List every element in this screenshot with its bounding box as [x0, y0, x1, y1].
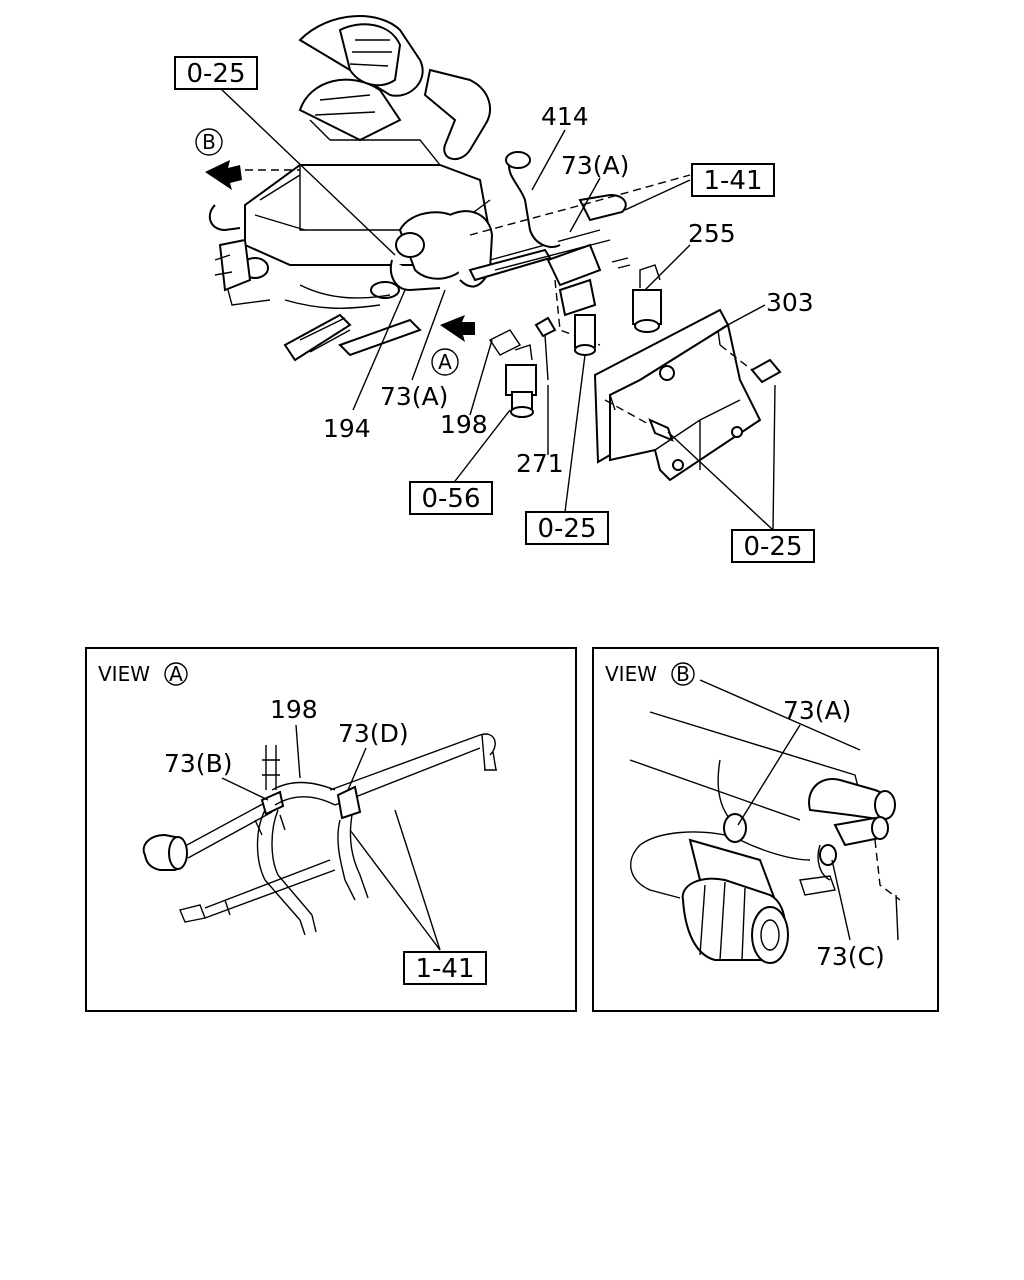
part-number-271: 271 — [516, 449, 564, 478]
view-a-part-73d: 73(D) — [338, 719, 409, 748]
view-a-title-marker: A — [169, 662, 183, 686]
part-number-303: 303 — [766, 288, 814, 317]
view-a-part-73b: 73(B) — [164, 749, 232, 778]
view-b-title-marker: B — [676, 662, 690, 686]
svg-text:0-25: 0-25 — [537, 514, 596, 544]
view-b-part-73a: 73(A) — [783, 696, 851, 725]
svg-text:A: A — [438, 350, 452, 374]
ref-box-025-mid: 0-25 — [525, 511, 609, 545]
part-number-73a-bottom: 73(A) — [380, 382, 448, 411]
svg-text:1-41: 1-41 — [415, 954, 474, 984]
engine-assembly-illustration — [205, 15, 782, 482]
view-a-panel: VIEW A 198 73(B) 73(D) 1-41 — [85, 647, 577, 1012]
svg-text:B: B — [202, 130, 216, 154]
view-b-panel: VIEW B 73(A) 73(C) — [592, 647, 939, 1012]
svg-text:0-25: 0-25 — [186, 59, 245, 89]
part-number-414: 414 — [541, 102, 589, 131]
ref-box-141-top: 1-41 — [691, 163, 775, 197]
part-number-194: 194 — [323, 414, 371, 443]
ref-box-056: 0-56 — [409, 481, 493, 515]
view-a-part-198: 198 — [270, 695, 318, 724]
part-number-255: 255 — [688, 219, 736, 248]
ref-box-025-top: 0-25 — [174, 56, 258, 90]
part-number-73a-top: 73(A) — [561, 151, 629, 180]
leader-lines-main — [219, 87, 776, 531]
part-number-198: 198 — [440, 410, 488, 439]
svg-text:0-56: 0-56 — [421, 484, 480, 514]
svg-text:1-41: 1-41 — [703, 166, 762, 196]
view-a-ref-141: 1-41 — [403, 951, 487, 985]
ref-box-025-right: 0-25 — [731, 529, 815, 563]
view-b-marker: B — [195, 128, 223, 156]
svg-text:0-25: 0-25 — [743, 532, 802, 562]
view-b-title: VIEW — [605, 662, 657, 686]
view-a-marker: A — [431, 348, 459, 376]
view-a-title: VIEW — [98, 662, 150, 686]
view-b-part-73c: 73(C) — [816, 942, 885, 971]
